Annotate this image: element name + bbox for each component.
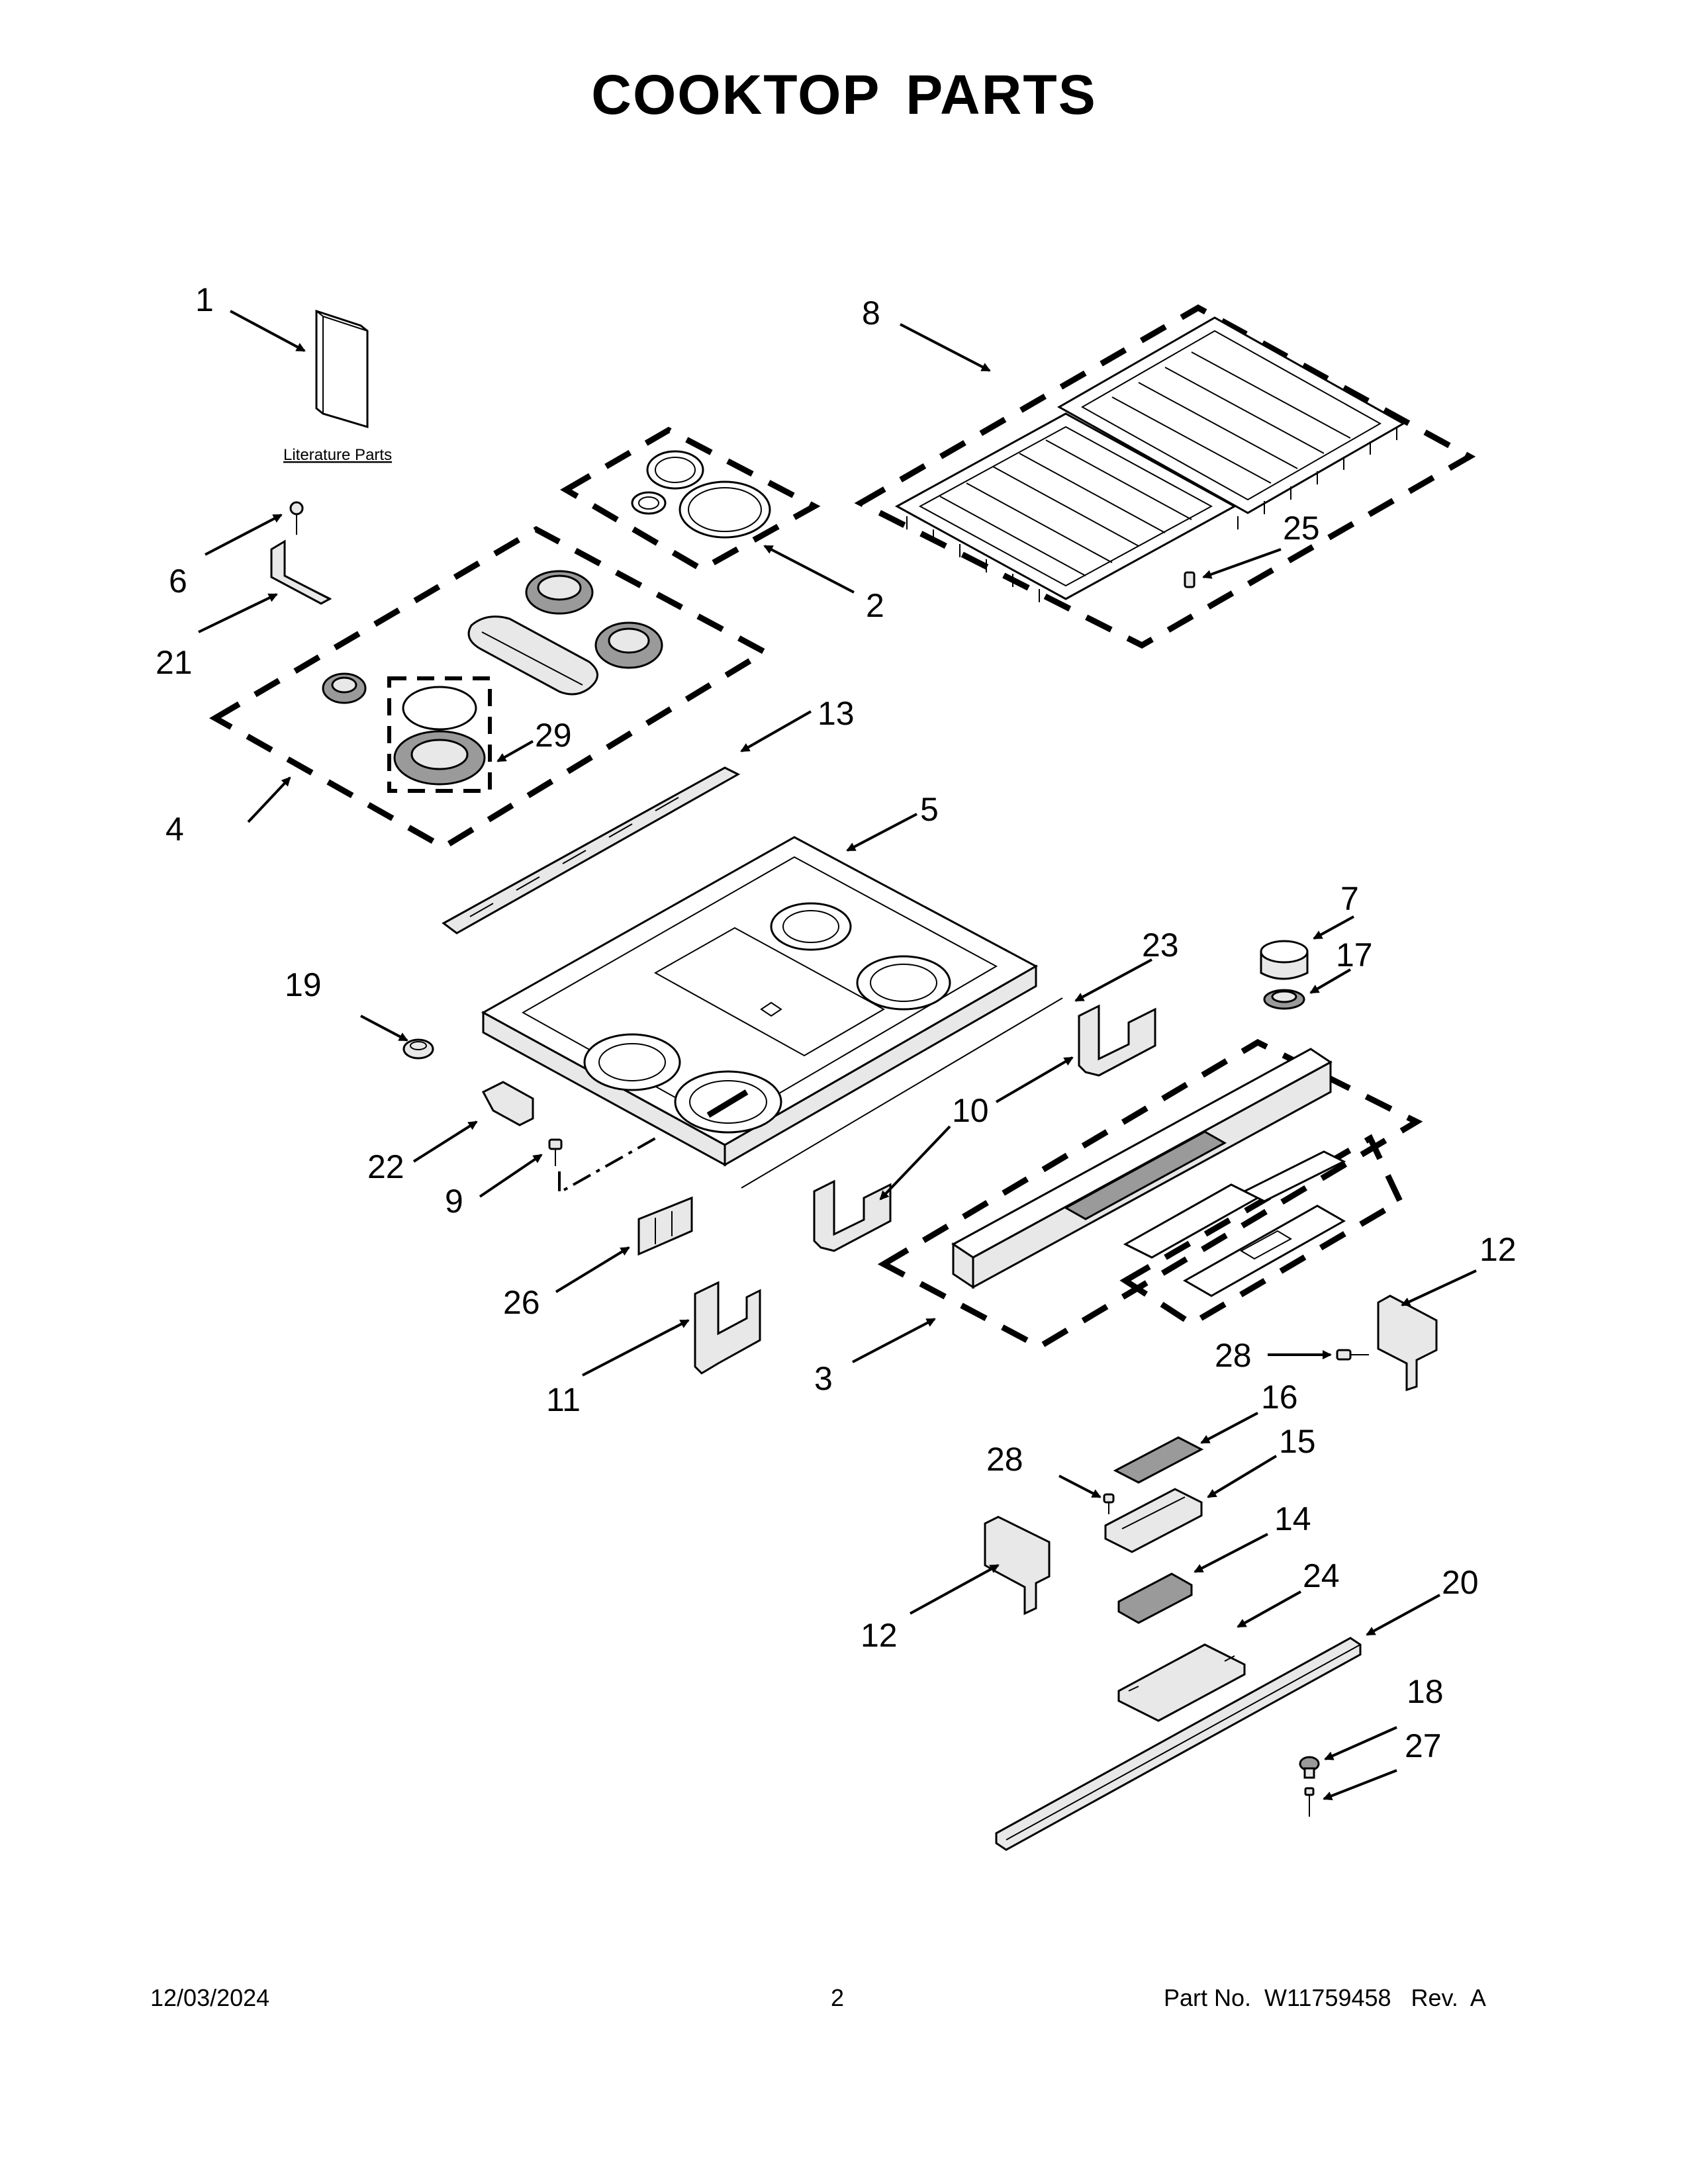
leader-11 xyxy=(582,1319,690,1377)
part-12-end-cap-right xyxy=(1377,1295,1438,1392)
leader-7 xyxy=(1313,915,1354,940)
callout-8: 8 xyxy=(862,295,880,332)
footer-date: 12/03/2024 xyxy=(150,1984,270,2011)
callout-25: 25 xyxy=(1283,510,1320,547)
callout-19: 19 xyxy=(285,966,322,1003)
part-27-screw xyxy=(1304,1787,1315,1817)
callout-13: 13 xyxy=(818,695,855,732)
leader-6 xyxy=(205,514,283,556)
part-26-shield xyxy=(637,1196,693,1256)
part-17-bezel xyxy=(1263,989,1305,1010)
part-5-cooktop xyxy=(481,836,1039,1167)
callout-21: 21 xyxy=(156,644,193,681)
callout-12a: 12 xyxy=(1479,1231,1517,1268)
callout-18: 18 xyxy=(1407,1673,1444,1710)
callout-20: 20 xyxy=(1442,1564,1479,1601)
leader-1 xyxy=(230,310,306,352)
leader-10b xyxy=(879,1125,951,1201)
leader-2 xyxy=(763,545,855,594)
leader-10a xyxy=(995,1056,1074,1103)
literature-parts-label: Literature Parts xyxy=(283,446,392,464)
leader-25 xyxy=(1202,548,1282,579)
callout-22: 22 xyxy=(367,1148,404,1185)
leader-19 xyxy=(360,1015,408,1042)
callout-27: 27 xyxy=(1405,1727,1442,1764)
callout-12b: 12 xyxy=(861,1617,898,1654)
part-1-literature: Literature Parts xyxy=(283,309,392,464)
leader-4 xyxy=(247,776,291,823)
callout-26: 26 xyxy=(503,1284,540,1321)
page-title: COOKTOP PARTS xyxy=(591,64,1097,126)
part-16-cover xyxy=(1113,1436,1204,1484)
part-28-screw-left xyxy=(1103,1493,1115,1514)
leader-14 xyxy=(1194,1533,1268,1573)
leader-23 xyxy=(1074,958,1152,1002)
callout-2: 2 xyxy=(866,587,884,624)
part-6-screw xyxy=(289,501,304,535)
leader-18 xyxy=(1324,1726,1397,1760)
callout-7: 7 xyxy=(1340,880,1359,917)
part-15-housing xyxy=(1104,1488,1203,1553)
callout-6: 6 xyxy=(169,563,187,600)
leader-3 xyxy=(852,1318,936,1363)
callout-28a: 28 xyxy=(1215,1337,1252,1374)
leader-29 xyxy=(496,740,534,762)
part-12-end-cap-left xyxy=(984,1516,1051,1615)
footer-page-number: 2 xyxy=(831,1984,845,2011)
part-21-bracket xyxy=(270,539,332,605)
callout-9: 9 xyxy=(445,1183,463,1220)
part-2-burner-cap-kit xyxy=(560,426,821,573)
callout-3: 3 xyxy=(814,1360,833,1397)
leader-5 xyxy=(846,813,917,852)
part-13-trim-strip xyxy=(442,766,741,934)
leader-17 xyxy=(1309,968,1352,994)
leader-24 xyxy=(1237,1590,1301,1628)
part-24-bracket xyxy=(1117,1643,1246,1722)
callout-28b: 28 xyxy=(986,1441,1023,1478)
leader-22 xyxy=(412,1120,478,1163)
callout-15: 15 xyxy=(1279,1423,1316,1460)
callout-29: 29 xyxy=(535,717,572,754)
part-11-bracket xyxy=(694,1281,761,1375)
leader-12b xyxy=(910,1564,1000,1615)
part-3-control-panel xyxy=(877,1038,1423,1351)
callout-4: 4 xyxy=(165,811,184,848)
callout-23: 23 xyxy=(1142,927,1179,964)
part-22-clip xyxy=(481,1081,534,1126)
callout-1: 1 xyxy=(195,281,214,318)
footer-part-number: Part No. W11759458 Rev. A xyxy=(1164,1984,1486,2011)
leader-13 xyxy=(740,710,812,752)
part-20-trim xyxy=(995,1637,1362,1851)
part-19-grommet xyxy=(402,1038,434,1060)
callout-16: 16 xyxy=(1261,1379,1298,1416)
part-8-grates xyxy=(854,304,1476,649)
callout-10: 10 xyxy=(952,1092,989,1129)
leader-27 xyxy=(1323,1769,1397,1801)
part-4-burner-assembly xyxy=(209,525,771,851)
leader-21 xyxy=(198,593,278,633)
callout-14: 14 xyxy=(1274,1500,1311,1537)
part-23-seal xyxy=(741,997,1063,1189)
part-18-valve-knob-insert xyxy=(1299,1756,1320,1779)
part-28-screw-right xyxy=(1336,1349,1369,1361)
callout-24: 24 xyxy=(1303,1557,1340,1594)
callout-11: 11 xyxy=(546,1381,581,1418)
part-25-grate-foot xyxy=(1184,571,1196,588)
part-10-brackets xyxy=(813,1004,1156,1252)
leader-12a xyxy=(1401,1269,1477,1306)
leader-16 xyxy=(1200,1412,1258,1444)
callout-5: 5 xyxy=(920,791,939,828)
callout-17: 17 xyxy=(1336,936,1373,974)
leader-8 xyxy=(900,323,991,372)
leader-20 xyxy=(1366,1594,1440,1636)
leader-26 xyxy=(555,1246,630,1293)
part-7-knob xyxy=(1260,940,1309,980)
leader-9 xyxy=(479,1154,543,1198)
part-14-control-board xyxy=(1117,1572,1193,1624)
leader-15 xyxy=(1207,1455,1278,1498)
leader-28b xyxy=(1058,1475,1102,1498)
part-9-screw xyxy=(548,1137,656,1195)
